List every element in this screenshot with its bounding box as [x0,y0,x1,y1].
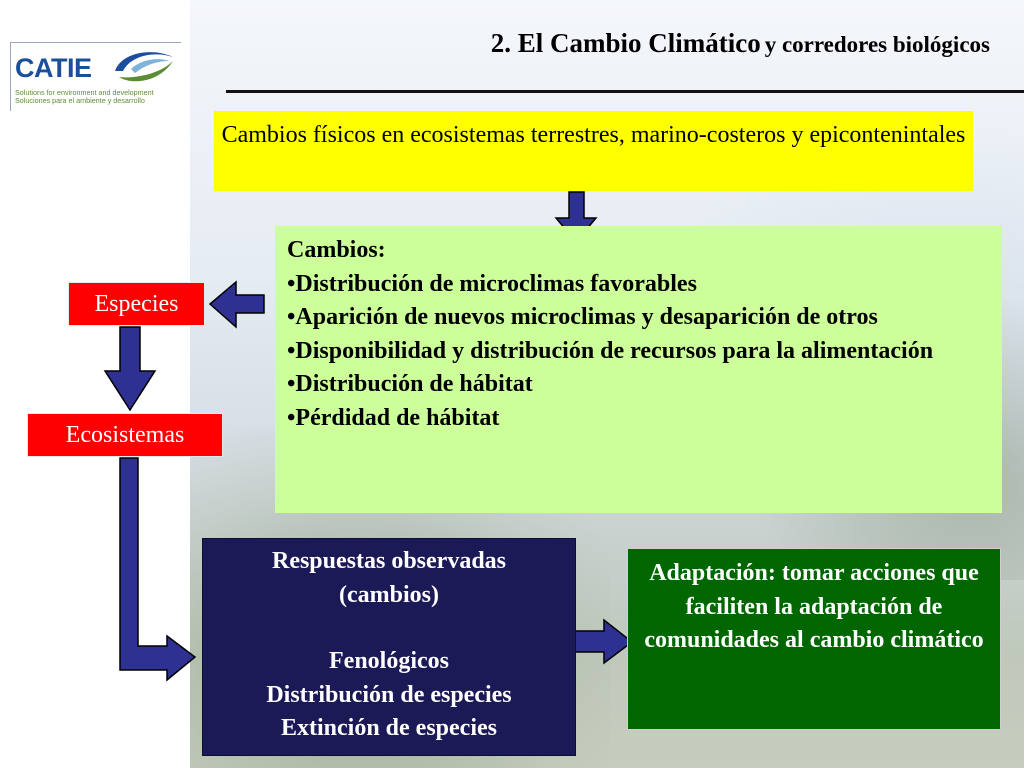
changes-item: •Distribución de hábitat [287,371,533,397]
page-title-main: 2. El Cambio Climático [490,28,761,58]
responses-line: Respuestas observadas [271,548,507,574]
catie-logo: CATIE Solutions for environment and deve… [10,42,181,111]
changes-item: •Pérdidad de hábitat [287,404,500,431]
swoosh-icon [115,52,173,82]
logo-wordmark: CATIE [15,53,92,83]
page-title: 2. El Cambio Climático y corredores biol… [491,28,990,59]
responses-line: (cambios) [339,581,439,608]
page-title-sub: y corredores biológicos [764,32,990,57]
responses-line: Distribución de especies [266,681,512,708]
changes-item: •Aparición de nuevos microclimas y desap… [287,304,878,330]
arrow-responses-to-adaptation [569,618,634,665]
changes-item: •Distribución de microclimas favorables [287,270,697,297]
logo-tagline-es: Soluciones para el ambiente y desarrollo [15,96,145,105]
species-box: Especies [68,282,205,326]
changes-box: Cambios: •Distribución de microclimas fa… [275,226,1002,513]
responses-line: Extinción de especies [281,715,497,741]
title-divider [226,90,1024,93]
changes-heading: Cambios: [287,237,386,263]
observed-responses-box: Respuestas observadas (cambios) Fenológi… [202,538,576,756]
logo-tagline: Solutions for environment and developmen… [15,89,154,105]
responses-line: Fenológicos [329,648,449,674]
logo-tagline-en: Solutions for environment and developmen… [15,88,154,97]
responses-spacer [203,612,575,645]
arrow-left-to-species [208,280,265,329]
arrow-ecosystems-to-responses [119,457,197,682]
adaptation-box: Adaptación: tomar acciones que faciliten… [627,548,1001,730]
changes-item: •Disponibilidad y distribución de recurs… [287,337,934,364]
physical-changes-box: Cambios físicos en ecosistemas terrestre… [214,111,973,191]
ecosystems-box: Ecosistemas [27,413,223,457]
arrow-down-to-ecosystems [103,326,157,412]
